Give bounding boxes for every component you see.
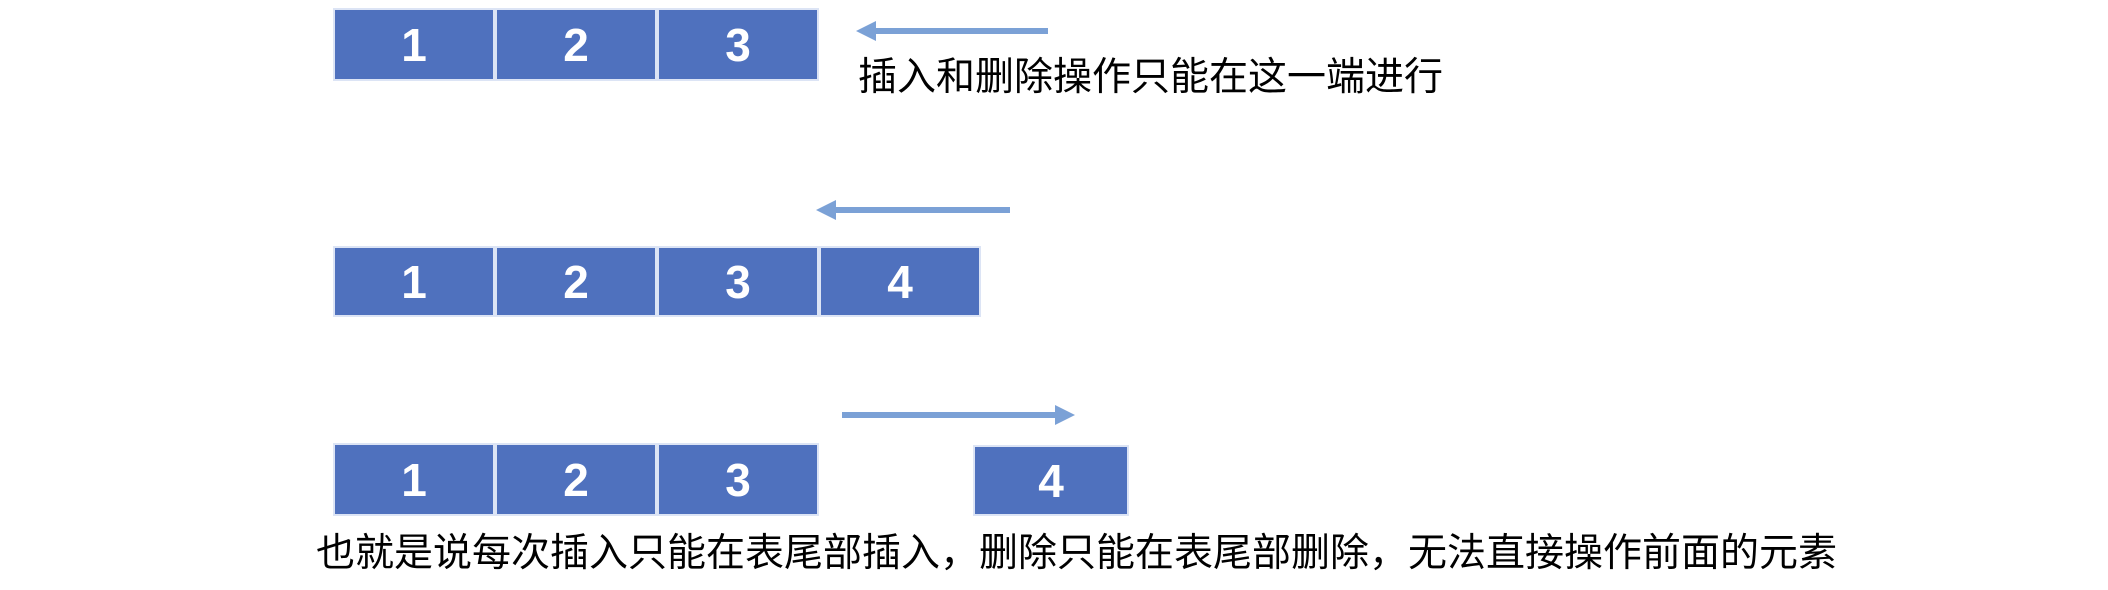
cell-label: 2 <box>563 453 589 506</box>
cell-label: 2 <box>563 18 589 71</box>
cell-label: 1 <box>401 453 427 506</box>
cell-label: 1 <box>401 255 427 308</box>
cell-label: 2 <box>563 255 589 308</box>
array-cell: 1 <box>333 8 495 81</box>
array-row-1: 1 2 3 <box>333 8 819 81</box>
arrow-right-icon <box>842 405 1075 425</box>
arrow-head <box>1055 405 1075 425</box>
cell-label: 1 <box>401 18 427 71</box>
array-cell: 1 <box>333 246 495 317</box>
caption-tail-insert-delete: 也就是说每次插入只能在表尾部插入，删除只能在表尾部删除，无法直接操作前面的元素 <box>316 532 1838 575</box>
array-cell: 3 <box>657 246 819 317</box>
arrow-shaft <box>836 207 1010 213</box>
cell-label: 4 <box>1038 454 1064 507</box>
array-cell: 2 <box>495 443 657 516</box>
caption-tail-operations: 插入和删除操作只能在这一端进行 <box>858 56 1444 99</box>
detached-cell: 4 <box>973 445 1129 516</box>
cell-label: 3 <box>725 453 751 506</box>
array-cell: 2 <box>495 246 657 317</box>
array-row-3: 1 2 3 <box>333 443 819 516</box>
array-cell: 3 <box>657 443 819 516</box>
cell-label: 4 <box>887 255 913 308</box>
array-cell: 4 <box>819 246 981 317</box>
arrow-head <box>856 21 876 41</box>
arrow-shaft <box>842 412 1055 418</box>
arrow-shaft <box>876 28 1048 34</box>
array-row-2: 1 2 3 4 <box>333 246 981 317</box>
arrow-left-icon <box>816 200 1010 220</box>
array-cell: 2 <box>495 8 657 81</box>
array-cell: 1 <box>333 443 495 516</box>
array-cell: 3 <box>657 8 819 81</box>
cell-label: 3 <box>725 255 751 308</box>
arrow-left-icon <box>856 21 1048 41</box>
arrow-head <box>816 200 836 220</box>
cell-label: 3 <box>725 18 751 71</box>
